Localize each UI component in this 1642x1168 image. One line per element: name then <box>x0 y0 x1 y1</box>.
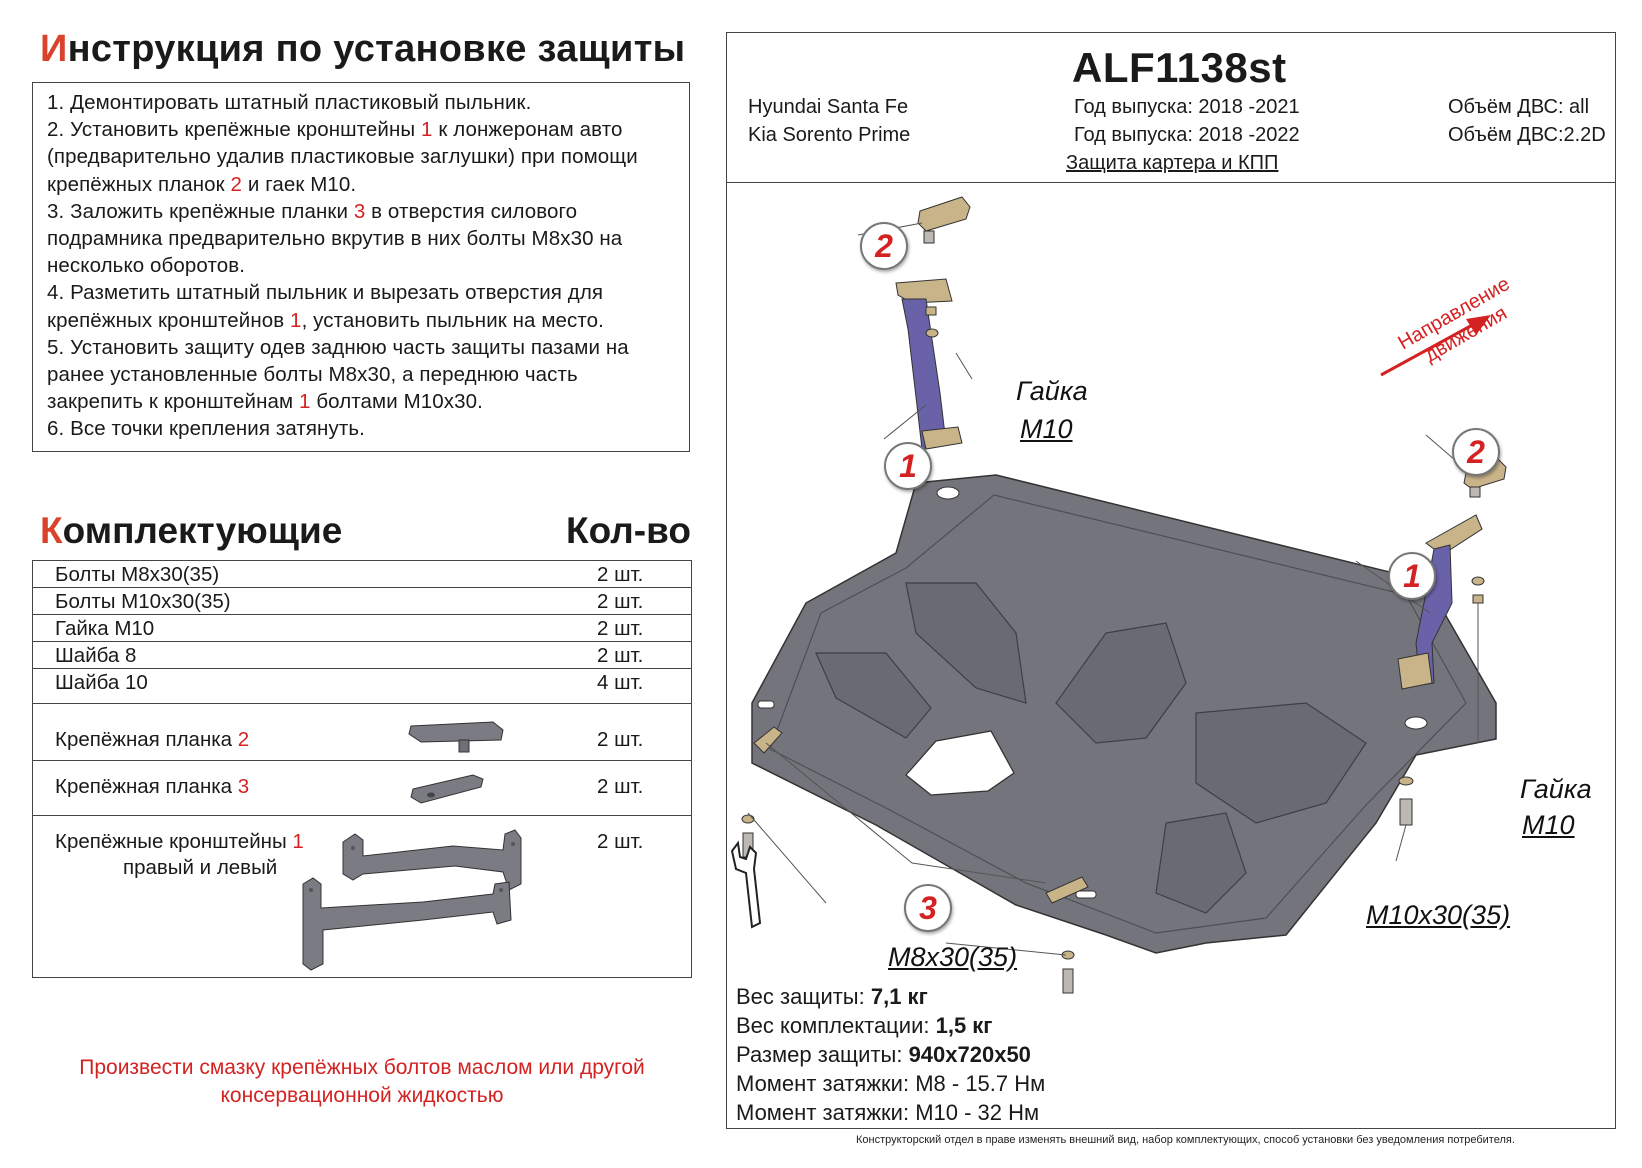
step-text: 4. Разметить штатный пыльник и вырезать … <box>47 281 604 332</box>
step-text: к лонжеронам авто (предварительно удалив… <box>47 118 638 196</box>
direction-arrow <box>1380 321 1477 377</box>
step-text: в отверстия силового подрамника предвари… <box>47 199 623 278</box>
table-row: Крепёжные кронштейны 1 правый и левый 2 … <box>33 816 691 978</box>
bolt-m10-right <box>1398 776 1414 826</box>
header-divider <box>726 182 1616 183</box>
brackets-icon <box>302 829 522 971</box>
nut-m10-label-top: Гайка <box>1016 376 1088 406</box>
bolt-m8-label: М8х30(35) <box>888 942 1018 972</box>
part-number-ref: 1 <box>290 308 302 332</box>
part-number-ref: 3 <box>353 199 366 223</box>
bracket-1-right <box>1397 514 1483 690</box>
nut-m10-size-top: М10 <box>1020 414 1073 444</box>
lubrication-note: Произвести смазку крепёжных болтов масло… <box>79 1056 645 1107</box>
callout-number-2-left: 2 <box>860 222 908 270</box>
wrench-icon <box>730 840 762 929</box>
instruction-step-2: 2. Установить крепёжные кронштейны 1 к л… <box>47 116 679 198</box>
nut-m10-left <box>925 306 939 338</box>
strip-3-left <box>753 726 783 754</box>
product-sku: ALF1138st <box>1072 44 1287 91</box>
strip-3-center <box>1045 876 1089 904</box>
bolt-m10-label: М10х30(35) <box>1366 900 1511 930</box>
disclaimer: Конструкторский отдел в праве изменять в… <box>856 1134 1515 1146</box>
instruction-step-3: 3. Заложить крепёжные планки 3 в отверст… <box>47 198 679 280</box>
mounting-strip-2-icon <box>408 721 504 753</box>
step-text: 3. Заложить крепёжные планки <box>47 199 354 223</box>
bracket-1-left <box>895 278 963 450</box>
step-text: и гаек М10. <box>242 172 357 196</box>
part-number-ref: 2 <box>230 172 243 196</box>
step-text: 5. Установить защиту одев заднюю часть з… <box>47 335 629 414</box>
callout-number-1-left: 1 <box>884 442 932 490</box>
drawing-frame <box>726 32 1616 1129</box>
step-text: болтами М10х30. <box>310 390 483 414</box>
strip-2-left <box>917 196 971 244</box>
table-row: Болты М10х30(35)2 шт. <box>33 588 691 615</box>
spec-weight: Вес защиты: 7,1 кг <box>736 984 928 1009</box>
callout-number-1-right: 1 <box>1388 552 1436 600</box>
car-model-2: Kia Sorento Prime <box>748 124 911 146</box>
skid-plate <box>751 474 1497 954</box>
instruction-step-6: 6. Все точки крепления затянуть. <box>47 415 679 442</box>
instructions-box: 1. Демонтировать штатный пластиковый пыл… <box>32 82 690 452</box>
part-number-ref: 1 <box>299 390 311 414</box>
spec-kit-weight: Вес комплектации: 1,5 кг <box>736 1013 993 1038</box>
callout-number-3: 3 <box>904 884 952 932</box>
bolt-m8-center <box>1061 950 1075 994</box>
installation-diagram <box>730 196 1507 994</box>
page-title: Инструкция по установке защиты <box>40 28 686 70</box>
table-row: Крепёжная планка 2 2 шт. <box>33 704 691 761</box>
engine-volume-1: Объём ДВС: all <box>1448 96 1590 118</box>
components-table: Болты М8х30(35)2 шт. Болты М10х30(35)2 ш… <box>32 560 692 978</box>
mounting-strip-3-icon <box>410 774 484 804</box>
engine-volume-2: Объём ДВС:2.2D <box>1448 124 1606 146</box>
components-title: Комплектующие <box>40 510 343 551</box>
car-model-1: Hyundai Santa Fe <box>748 96 909 118</box>
instruction-step-4: 4. Разметить штатный пыльник и вырезать … <box>47 279 679 333</box>
step-text: 2. Установить крепёжные кронштейны <box>47 118 422 142</box>
spec-torque-m10: Момент затяжки: М10 - 32 Нм <box>736 1100 1040 1125</box>
arrowhead-icon <box>1466 315 1491 335</box>
nut-m10-label-right: Гайка <box>1520 774 1592 804</box>
nut-m10-right <box>1471 576 1485 604</box>
step-text: 1. Демонтировать штатный пластиковый пыл… <box>47 91 532 114</box>
part-number-ref: 1 <box>421 118 433 142</box>
instruction-step-1: 1. Демонтировать штатный пластиковый пыл… <box>47 89 679 116</box>
callout-number-2-right: 2 <box>1452 428 1500 476</box>
spec-torque-m8: Момент затяжки: М8 - 15.7 Нм <box>736 1071 1046 1096</box>
nut-m10-size-right: М10 <box>1522 810 1575 840</box>
table-row: Болты М8х30(35)2 шт. <box>33 561 691 588</box>
year-range-1: Год выпуска: 2018 -2021 <box>1074 96 1300 118</box>
year-range-2: Год выпуска: 2018 -2022 <box>1074 124 1300 146</box>
spec-size: Размер защиты: 940х720х50 <box>736 1042 1031 1067</box>
product-name: Защита картера и КПП <box>1066 152 1279 174</box>
instruction-step-5: 5. Установить защиту одев заднюю часть з… <box>47 334 679 416</box>
table-row: Крепёжная планка 3 2 шт. <box>33 761 691 816</box>
step-text: , установить пыльник на место. <box>301 308 604 332</box>
quantity-title: Кол-во <box>566 510 691 551</box>
step-text: 6. Все точки крепления затянуть. <box>47 417 365 441</box>
